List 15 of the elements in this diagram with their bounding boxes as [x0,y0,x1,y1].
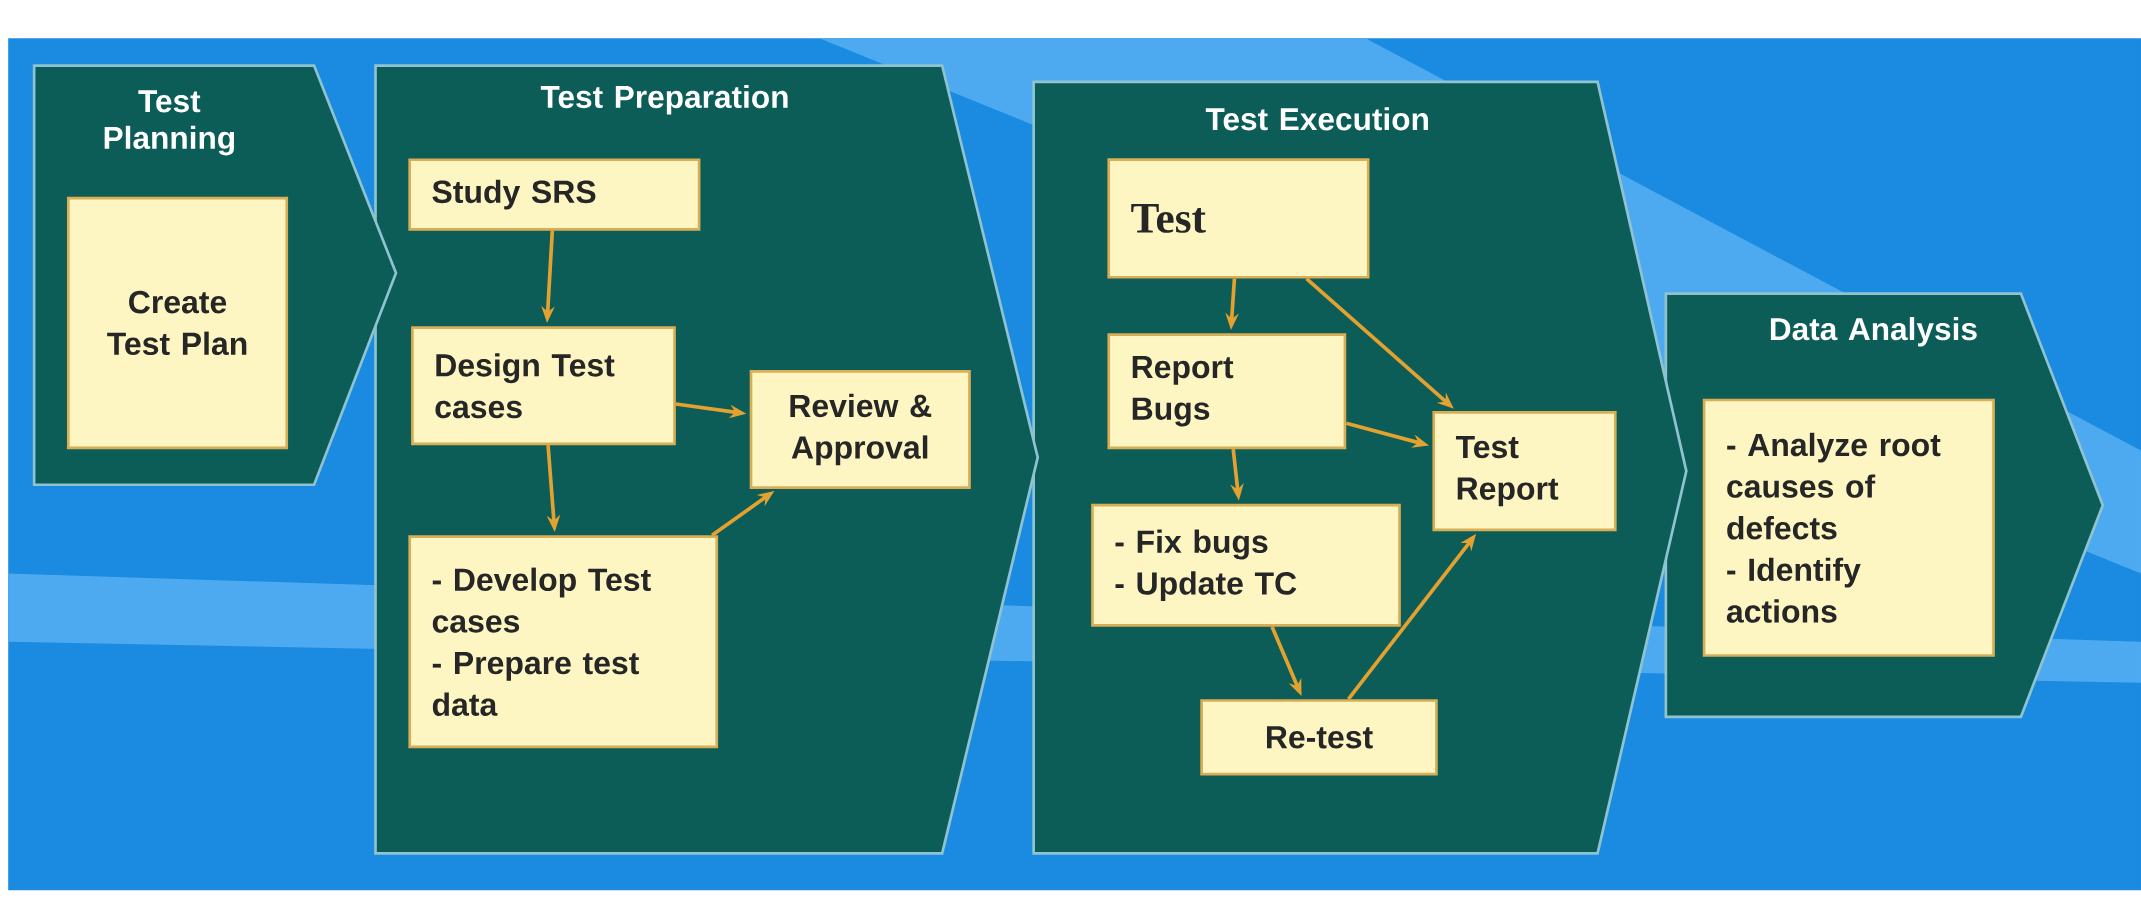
process-box: Create Test Plan [66,196,289,450]
process-box: Review & Approval [749,370,971,490]
process-box: - Develop Test cases - Prepare test data [408,535,719,749]
stage-heading: Test Preparation [540,85,788,115]
stage-heading: Data Analysis [1770,317,1977,347]
process-box: Test Report [1432,411,1617,532]
process-box: Re-test [1200,699,1438,776]
stage-heading: Test Execution [1205,107,1428,131]
process-box: Design Test cases [411,326,676,446]
process-box: Report Bugs [1107,333,1347,450]
process-box: - Analyze root causes of defects - Identify actions [1702,398,1995,657]
process-box: Study SRS [408,158,701,231]
process-box: - Fix bugs - Update TC [1091,504,1401,627]
process-box: Test [1107,158,1370,279]
stage-heading: Test Planning [104,90,235,156]
